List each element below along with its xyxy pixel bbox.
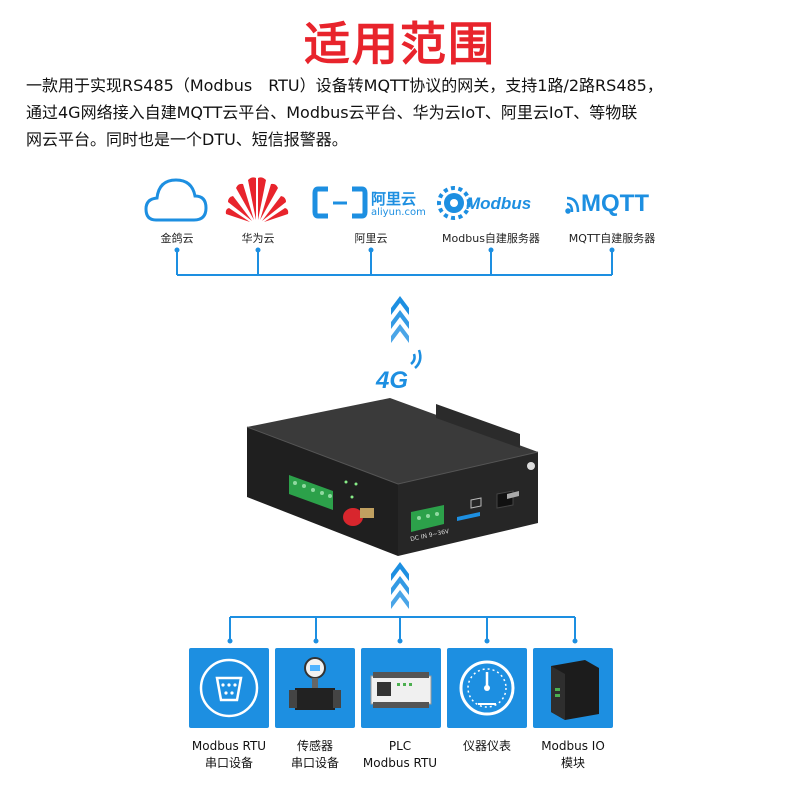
cloud-label: 阿里云 bbox=[354, 232, 388, 245]
page-title: 适用范围 bbox=[304, 17, 496, 71]
upload-arrow-icon bbox=[391, 562, 409, 609]
network-label: 4G bbox=[375, 367, 408, 394]
cloud-label: 金鸽云 bbox=[160, 232, 194, 245]
power-terminal bbox=[411, 505, 444, 532]
antenna-icon bbox=[343, 508, 374, 526]
mqtt-logo bbox=[565, 196, 580, 214]
cloud-icon bbox=[144, 178, 208, 222]
description-line: 通过4G网络接入自建MQTT云平台、Modbus云平台、华为云IoT、阿里云Io… bbox=[26, 103, 638, 122]
io-module-icon bbox=[551, 660, 599, 720]
serial-port-icon bbox=[199, 658, 259, 718]
upload-arrow-icon bbox=[391, 296, 409, 343]
aliyun-logo-en: aliyun.com bbox=[371, 207, 426, 218]
mqtt-logo-text: MQTT bbox=[581, 190, 649, 217]
flow-sensor-icon bbox=[289, 657, 341, 710]
aliyun-logo bbox=[312, 186, 368, 219]
terminal-block bbox=[289, 475, 333, 510]
top-connector bbox=[176, 250, 613, 276]
description: 一款用于实现RS485（Modbus RTU）设备转MQTT协议的网关，支持1路… bbox=[26, 72, 786, 153]
device-card-sensor bbox=[275, 648, 355, 728]
huawei-logo bbox=[225, 177, 289, 222]
cloud-label: 华为云 bbox=[241, 232, 275, 245]
modbus-logo-text: Modbus bbox=[466, 194, 532, 213]
cloud-label: MQTT自建服务器 bbox=[568, 232, 656, 245]
device-label: 传感器串口设备 bbox=[290, 739, 339, 770]
description-line: 一款用于实现RS485（Modbus RTU）设备转MQTT协议的网关，支持1路… bbox=[26, 76, 663, 95]
bottom-connector bbox=[229, 616, 576, 641]
device-card-plc bbox=[361, 648, 441, 728]
description-line: 网云平台。同时也是一个DTU、短信报警器。 bbox=[26, 130, 348, 149]
aliyun-logo-cn: 阿里云 bbox=[371, 191, 417, 208]
modbus-logo bbox=[437, 186, 471, 220]
gauge-icon bbox=[459, 660, 515, 716]
device-label: 仪器仪表 bbox=[462, 739, 511, 753]
device-card-io bbox=[533, 648, 613, 728]
plc-icon bbox=[370, 672, 432, 708]
cloud-label: Modbus自建服务器 bbox=[442, 232, 540, 245]
signal-icon bbox=[410, 349, 422, 369]
device-card-gauge bbox=[447, 648, 527, 728]
device-card-serial bbox=[189, 648, 269, 728]
